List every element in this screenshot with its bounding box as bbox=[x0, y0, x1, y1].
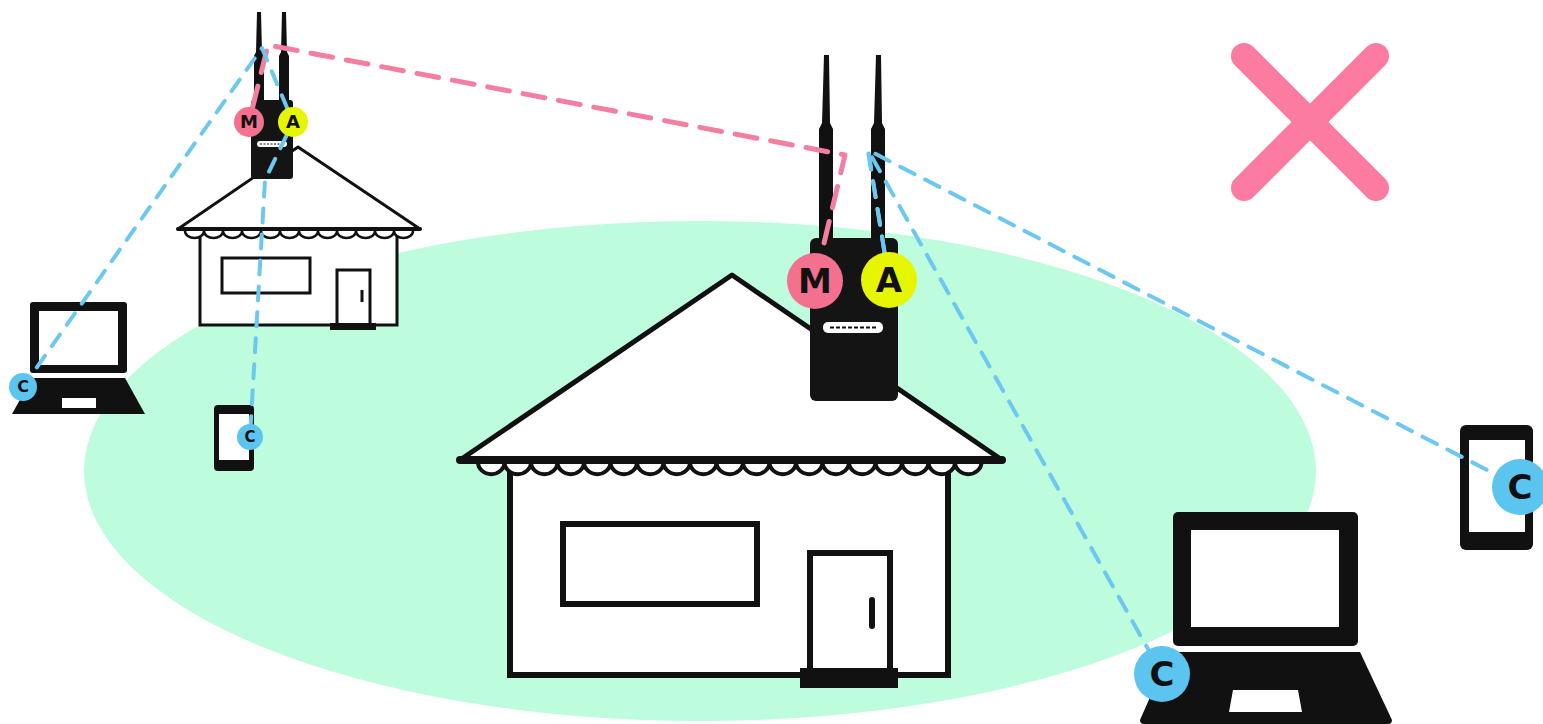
client-badge: C bbox=[9, 373, 37, 401]
house-wall bbox=[200, 232, 397, 325]
badge-letter: C bbox=[1508, 470, 1533, 504]
mesh-badge: M bbox=[787, 253, 843, 309]
badge-letter: M bbox=[240, 113, 258, 131]
client-badge: C bbox=[1134, 646, 1190, 702]
cross-mark bbox=[1244, 56, 1376, 188]
laptop-touchpad bbox=[1229, 690, 1302, 712]
laptop-screen bbox=[1173, 512, 1358, 646]
house-wall bbox=[510, 462, 948, 675]
badge-letter: A bbox=[876, 263, 902, 297]
laptop-display bbox=[39, 311, 118, 365]
badge-letter: C bbox=[1150, 657, 1175, 691]
laptop-touchpad bbox=[62, 398, 96, 408]
door-step bbox=[330, 323, 376, 330]
access-point-badge: A bbox=[861, 252, 917, 308]
house-window bbox=[222, 258, 310, 293]
router-antenna bbox=[871, 55, 885, 241]
door-handle bbox=[361, 290, 364, 302]
badge-letter: C bbox=[244, 430, 255, 445]
house-roof bbox=[460, 275, 1002, 460]
router-antenna bbox=[819, 55, 833, 241]
roof-eave bbox=[178, 227, 420, 231]
cross-mark bbox=[1244, 56, 1376, 188]
access-point-badge: A bbox=[278, 107, 308, 137]
router-slot-dashes bbox=[260, 143, 284, 144]
laptop-display bbox=[1191, 530, 1339, 627]
door-handle bbox=[869, 600, 875, 626]
client-badge: C bbox=[237, 424, 263, 450]
roof-scallops bbox=[185, 231, 413, 238]
house-roof bbox=[178, 147, 420, 229]
client-link bbox=[251, 136, 287, 425]
roof-eave bbox=[460, 456, 1002, 464]
mesh-link bbox=[253, 45, 845, 254]
router-slot bbox=[257, 141, 287, 147]
router-antenna bbox=[279, 12, 289, 104]
client-link bbox=[868, 150, 1495, 474]
house-window bbox=[563, 524, 757, 604]
badge-letter: C bbox=[17, 379, 29, 395]
client-badge: C bbox=[1492, 459, 1543, 515]
coverage-area bbox=[84, 221, 1316, 721]
router-slot bbox=[823, 322, 883, 333]
router-slot-dashes bbox=[830, 327, 876, 329]
house-door bbox=[337, 270, 370, 325]
laptop-screen bbox=[30, 302, 127, 373]
mesh-badge: M bbox=[234, 107, 264, 137]
client-link bbox=[31, 48, 287, 376]
badge-letter: A bbox=[286, 113, 300, 131]
badge-letter: M bbox=[798, 264, 832, 298]
house-door bbox=[810, 553, 890, 672]
router-antenna bbox=[254, 12, 264, 104]
client-link bbox=[868, 150, 1148, 650]
door-step bbox=[800, 668, 898, 688]
